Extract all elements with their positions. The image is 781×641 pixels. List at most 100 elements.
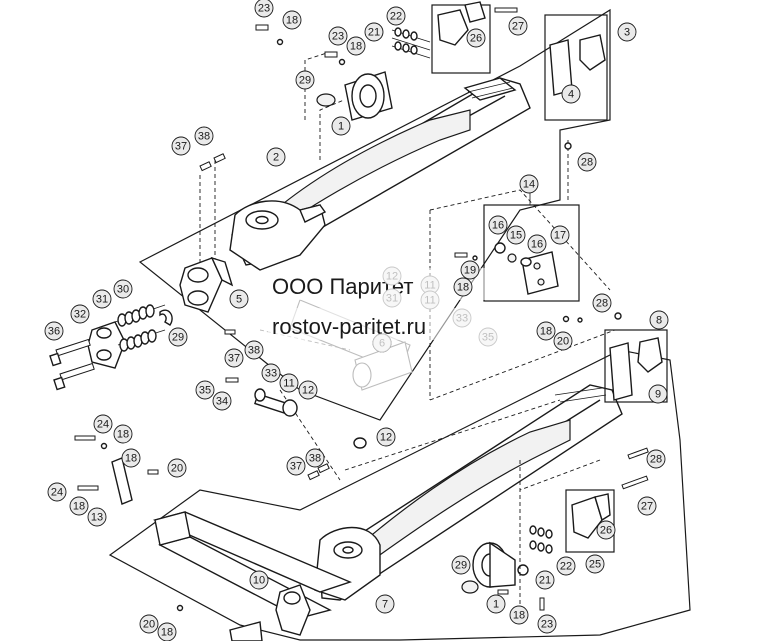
callout-upper-32-label: 32: [74, 309, 86, 321]
callout-upper-36: 36: [44, 321, 64, 341]
callout-lower-7-label: 7: [382, 599, 388, 611]
lower-assembly: [74, 329, 691, 641]
callout-lower-27-label: 27: [641, 501, 653, 513]
callout-lower-21: 21: [535, 570, 555, 590]
callout-upper-23-label: 23: [258, 3, 270, 15]
callout-upper-9: 9: [648, 384, 668, 404]
callout-upper-14-label: 14: [523, 179, 535, 191]
callout-upper-31: 31: [92, 289, 112, 309]
upper-assembly-outline: [138, 8, 611, 421]
callout-upper-35: 35: [195, 380, 215, 400]
callout-lower-27: 27: [637, 496, 657, 516]
callout-upper-37-label: 37: [228, 353, 240, 365]
callout-upper-38-label: 38: [248, 345, 260, 357]
callout-lower-23-label: 23: [541, 619, 553, 631]
callout-upper-12: 12: [298, 380, 318, 400]
callout-upper-19: 19: [460, 260, 480, 280]
callout-upper-28-label: 28: [596, 298, 608, 310]
callout-upper-11: 11: [279, 373, 299, 393]
callout-lower-24-label: 24: [51, 487, 63, 499]
callout-upper-29-label: 29: [299, 75, 311, 87]
callout-upper-29: 29: [295, 70, 315, 90]
callout-faded-6-label: 6: [379, 338, 385, 350]
callout-upper-17-label: 17: [554, 230, 566, 242]
callout-lower-23: 23: [537, 614, 557, 634]
kit-box-8: [604, 329, 668, 403]
callout-lower-22-label: 22: [560, 561, 572, 573]
callout-faded-11-label: 11: [424, 295, 435, 307]
callout-upper-37-label: 37: [175, 141, 187, 153]
callout-lower-38: 38: [305, 448, 325, 468]
callout-lower-26: 26: [596, 520, 616, 540]
callout-upper-16-label: 16: [492, 220, 504, 232]
callout-lower-18-label: 18: [73, 501, 85, 513]
clevis-block-lower: [229, 584, 311, 641]
pivot-flange-lower: [461, 541, 529, 594]
callout-faded-12: 12: [382, 266, 402, 286]
callout-upper-33: 33: [261, 363, 281, 383]
small-fasteners-upper: [199, 7, 622, 383]
callout-upper-37: 37: [224, 348, 244, 368]
callout-lower-38-label: 38: [309, 453, 321, 465]
callout-upper-35-label: 35: [199, 385, 211, 397]
callout-upper-5: 5: [229, 289, 249, 309]
callout-upper-32: 32: [70, 304, 90, 324]
callout-upper-18: 18: [453, 277, 473, 297]
callout-upper-36-label: 36: [48, 326, 60, 338]
callout-faded-35-label: 35: [482, 332, 494, 344]
callout-lower-37-label: 37: [290, 461, 302, 473]
callout-upper-18-label: 18: [350, 41, 362, 53]
upper-boom-arm: [229, 77, 531, 271]
callout-lower-20-label: 20: [143, 619, 155, 631]
callout-faded-6: 6: [372, 333, 392, 353]
callout-lower-10: 10: [249, 570, 269, 590]
callout-upper-20-label: 20: [557, 336, 569, 348]
callout-upper-5-label: 5: [236, 294, 242, 306]
callout-upper-12-label: 12: [302, 385, 314, 397]
callout-upper-38: 38: [244, 340, 264, 360]
callout-lower-18: 18: [121, 448, 141, 468]
callout-lower-24: 24: [47, 482, 67, 502]
callout-upper-22: 22: [386, 6, 406, 26]
callout-lower-25-label: 25: [589, 559, 601, 571]
pivot-flange-upper: [316, 71, 393, 121]
callout-upper-23-label: 23: [332, 31, 344, 43]
callout-lower-1-label: 1: [493, 599, 499, 611]
callout-upper-9-label: 9: [655, 389, 661, 401]
callout-upper-15: 15: [506, 225, 526, 245]
kit-box-25: [565, 489, 615, 553]
callout-upper-4-label: 4: [568, 89, 574, 101]
callout-faded-12-label: 12: [386, 271, 398, 283]
callout-lower-24-label: 24: [97, 419, 109, 431]
callout-upper-16: 16: [527, 234, 547, 254]
callout-upper-18-label: 18: [286, 15, 298, 27]
callout-upper-17: 17: [550, 225, 570, 245]
callout-lower-18-label: 18: [161, 627, 173, 639]
kit-box-14: [483, 192, 580, 302]
callout-lower-18-label: 18: [513, 610, 525, 622]
callout-lower-13: 13: [87, 507, 107, 527]
callout-upper-1: 1: [331, 116, 351, 136]
callout-upper-19-label: 19: [464, 265, 476, 277]
callout-lower-29-label: 29: [455, 560, 467, 572]
callout-upper-18: 18: [536, 321, 556, 341]
callout-upper-27: 27: [508, 16, 528, 36]
callout-upper-14: 14: [519, 174, 539, 194]
callout-upper-30-label: 30: [117, 284, 129, 296]
callout-faded-31-label: 31: [386, 293, 398, 305]
callout-lower-24: 24: [93, 414, 113, 434]
callout-upper-27-label: 27: [512, 21, 524, 33]
callout-upper-37: 37: [171, 136, 191, 156]
callout-lower-26-label: 26: [600, 525, 612, 537]
callout-upper-11-label: 11: [283, 378, 294, 390]
callout-upper-23: 23: [328, 26, 348, 46]
callout-lower-22: 22: [556, 556, 576, 576]
callout-upper-12: 12: [376, 427, 396, 447]
callout-faded-35: 35: [478, 327, 498, 347]
callout-upper-8-label: 8: [656, 315, 662, 327]
callout-upper-21: 21: [364, 22, 384, 42]
callout-lower-13-label: 13: [91, 512, 103, 524]
callout-upper-38: 38: [194, 126, 214, 146]
callout-lower-28: 28: [646, 449, 666, 469]
